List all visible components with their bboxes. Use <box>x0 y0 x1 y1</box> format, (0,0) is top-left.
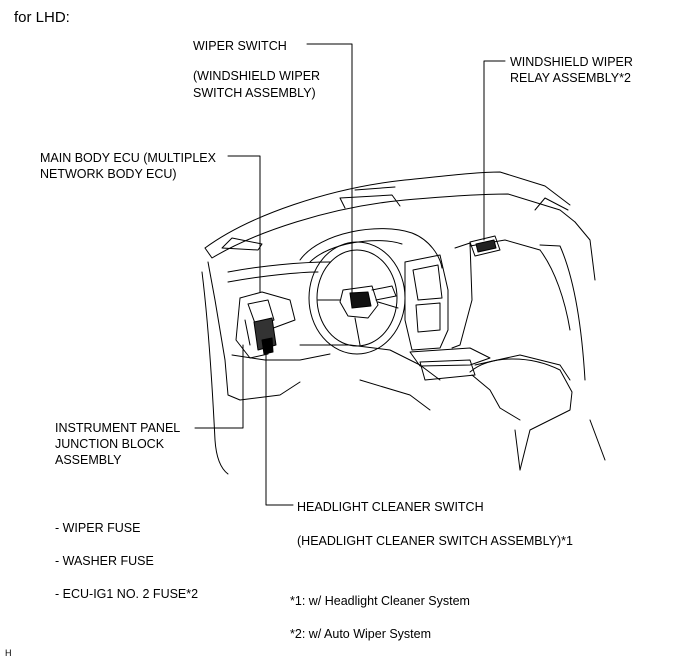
note-2: *2: w/ Auto Wiper System <box>290 627 432 641</box>
relay-label-1: WINDSHIELD WIPER <box>510 55 633 69</box>
footer-code: H <box>5 648 12 658</box>
junction-label-3: ASSEMBLY <box>55 453 122 467</box>
left-panel-components <box>201 261 331 475</box>
headlight-cleaner-label: HEADLIGHT CLEANER SWITCH <box>297 500 484 514</box>
dashboard-top <box>204 171 576 259</box>
page-title: for LHD: <box>14 9 70 26</box>
relay-label-2: RELAY ASSEMBLY*2 <box>510 71 631 85</box>
leader-lines <box>194 43 506 506</box>
note-1: *1: w/ Headlight Cleaner System <box>290 594 470 608</box>
wiper-switch-sublabel-2: SWITCH ASSEMBLY) <box>193 86 316 100</box>
instrument-cluster <box>299 228 571 351</box>
junction-label-1: INSTRUMENT PANEL <box>55 421 181 435</box>
wiper-switch-label: WIPER SWITCH <box>193 39 287 53</box>
fuse-item-ecu-ig1: - ECU-IG1 NO. 2 FUSE*2 <box>55 587 199 601</box>
ecu-label-1: MAIN BODY ECU (MULTIPLEX <box>40 151 216 165</box>
headlight-cleaner-sublabel: (HEADLIGHT CLEANER SWITCH ASSEMBLY)*1 <box>297 534 573 548</box>
wiper-switch-sublabel-1: (WINDSHIELD WIPER <box>193 69 321 83</box>
ecu-label-2: NETWORK BODY ECU) <box>40 167 177 181</box>
junction-label-2: JUNCTION BLOCK <box>55 437 165 451</box>
center-console <box>299 221 606 471</box>
fuse-item-washer: - WASHER FUSE <box>55 554 154 568</box>
steering-wheel <box>308 241 406 355</box>
fuse-item-wiper: - WIPER FUSE <box>55 521 141 535</box>
wiper-relay <box>469 235 501 257</box>
